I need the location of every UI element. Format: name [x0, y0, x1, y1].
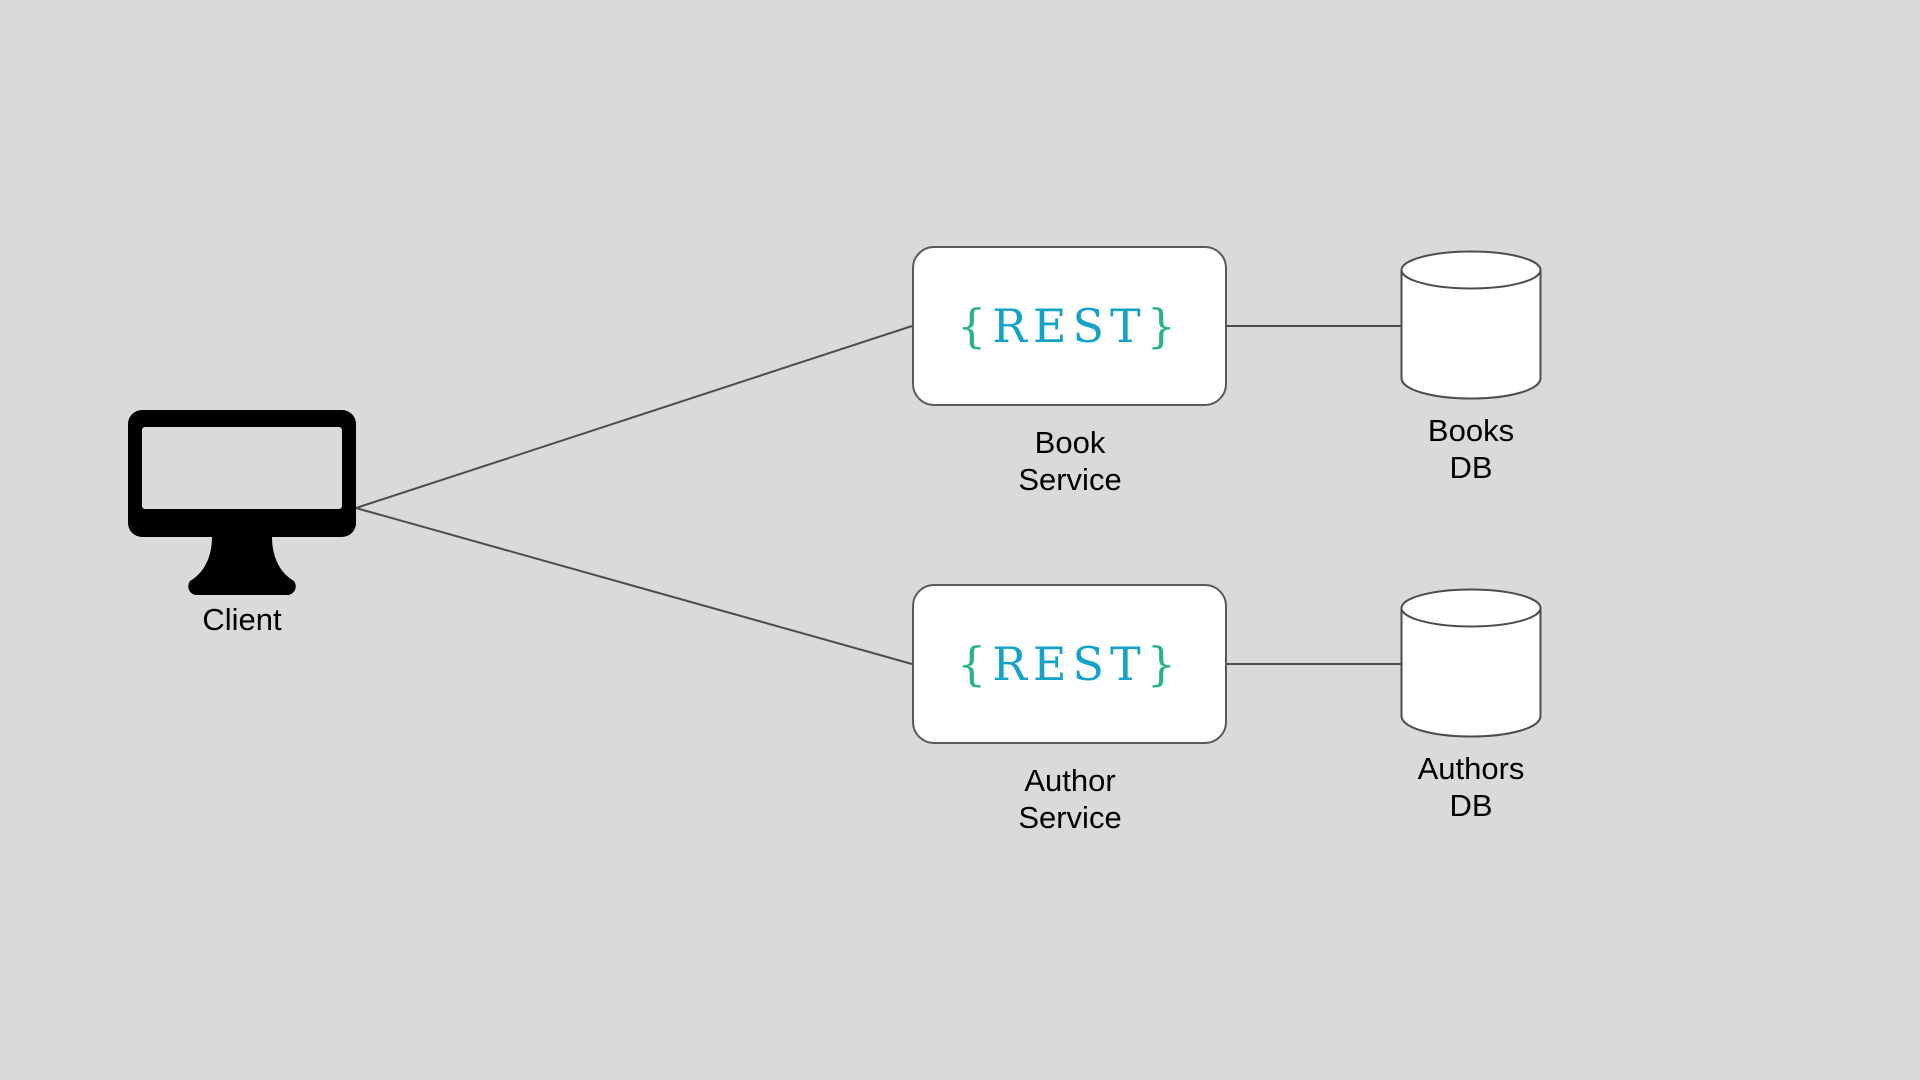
node-client[interactable]: Client — [128, 410, 356, 637]
node-books-db-label: Books DB — [1427, 413, 1515, 486]
database-cylinder-icon — [1400, 588, 1542, 738]
rest-logo-text: REST — [992, 299, 1147, 353]
edge-client-to-book-service — [355, 325, 913, 509]
desktop-monitor-icon — [128, 410, 356, 595]
node-book-service[interactable]: {REST} — [912, 246, 1227, 406]
node-client-label: Client — [202, 602, 282, 637]
rest-logo-text: REST — [992, 637, 1147, 691]
rest-logo: {REST} — [957, 637, 1182, 691]
node-author-service[interactable]: {REST} — [912, 584, 1227, 744]
node-book-service-label: Book Service — [1018, 425, 1122, 498]
node-books-db[interactable] — [1400, 250, 1542, 402]
edge-client-to-author-service — [355, 507, 913, 665]
rest-logo: {REST} — [957, 299, 1182, 353]
rest-close-brace-icon: } — [1146, 299, 1182, 353]
rest-open-brace-icon: { — [957, 637, 993, 691]
node-author-service-label: Author Service — [1018, 763, 1122, 836]
rest-close-brace-icon: } — [1146, 637, 1182, 691]
node-authors-db[interactable] — [1400, 588, 1542, 740]
node-authors-db-label: Authors DB — [1417, 751, 1525, 824]
rest-open-brace-icon: { — [957, 299, 993, 353]
database-cylinder-icon — [1400, 250, 1542, 400]
